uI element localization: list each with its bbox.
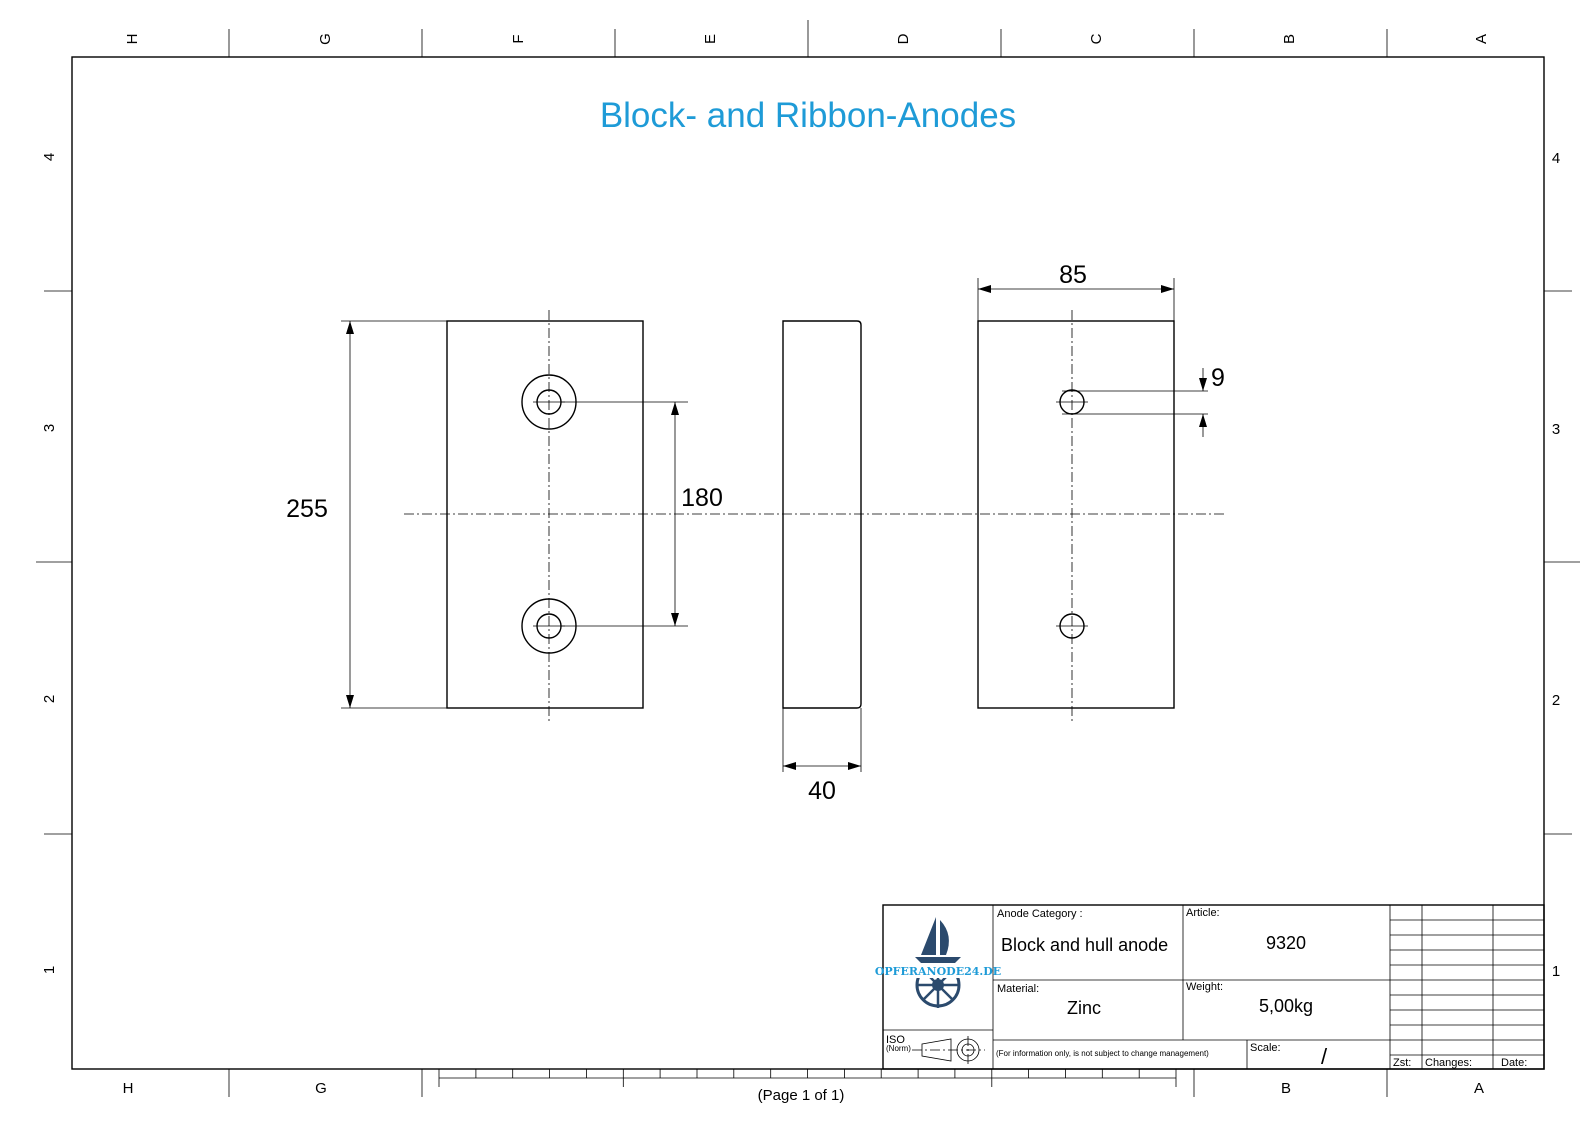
- revision-zst-label: Zst:: [1393, 1057, 1411, 1069]
- zone-col-b: B: [1281, 34, 1298, 44]
- weight-label: Weight:: [1186, 981, 1223, 993]
- material-value: Zinc: [1067, 998, 1101, 1018]
- dimension-height: [341, 320, 447, 709]
- bottom-zone-dividers: [228, 1069, 1388, 1097]
- dimension-hole-spacing-label: 180: [681, 484, 723, 512]
- zone-col-h-bottom: H: [123, 1080, 134, 1097]
- disclaimer: (For information only, is not subject to…: [996, 1049, 1209, 1058]
- zone-row-1-left: 1: [41, 966, 58, 974]
- dimension-thickness-label: 40: [808, 777, 836, 805]
- revision-changes-label: Changes:: [1425, 1057, 1472, 1069]
- zone-col-e: E: [702, 34, 719, 44]
- dimension-hole-spacing: [561, 401, 688, 627]
- drawing-frame: [71, 56, 1545, 1070]
- category-label: Anode Category :: [997, 908, 1083, 920]
- zone-col-g-bottom: G: [315, 1080, 327, 1097]
- zone-col-f: F: [510, 34, 527, 43]
- norm-label: (Norm): [886, 1044, 911, 1053]
- back-view: [977, 310, 1175, 724]
- top-zone-letters: H G F E D C B A: [124, 33, 1490, 45]
- page-label: (Page 1 of 1): [758, 1087, 845, 1104]
- article-value: 9320: [1266, 933, 1306, 953]
- dimension-height-label: 255: [286, 495, 328, 523]
- company-logo: OPFERANODE24.DE: [875, 917, 1001, 1008]
- zone-col-c: C: [1088, 33, 1105, 44]
- front-view: [446, 310, 644, 724]
- dimension-width: [977, 278, 1175, 321]
- zone-row-4-left: 4: [41, 153, 58, 161]
- zone-row-3-right: 3: [1552, 421, 1560, 438]
- zone-row-4-right: 4: [1552, 150, 1560, 167]
- scale-value: /: [1321, 1044, 1328, 1069]
- scale-label: Scale:: [1250, 1042, 1281, 1054]
- revision-date-label: Date:: [1501, 1057, 1527, 1069]
- zone-row-1-right: 1: [1552, 963, 1560, 980]
- zone-row-2-right: 2: [1552, 692, 1560, 709]
- left-row-numbers: 4 3 2 1: [41, 153, 58, 974]
- right-row-numbers: 4 3 2 1: [1552, 150, 1560, 980]
- side-row-ticks: [36, 290, 1580, 835]
- zone-col-a: A: [1473, 34, 1490, 44]
- iso-label: ISO: [886, 1034, 905, 1046]
- dimension-width-label: 85: [1059, 261, 1087, 289]
- side-view-outline: [782, 320, 862, 709]
- zone-col-d: D: [895, 33, 912, 44]
- dimension-hole-offset-label: 9: [1211, 364, 1225, 392]
- zone-col-a-bottom: A: [1474, 1080, 1484, 1097]
- logo-text: OPFERANODE24.DE: [875, 965, 1001, 978]
- material-label: Material:: [997, 983, 1039, 995]
- dimension-hole-offset: [1062, 368, 1208, 437]
- zone-col-g: G: [317, 33, 334, 45]
- dimension-thickness: [782, 708, 862, 772]
- top-zone-dividers: [228, 20, 1388, 57]
- weight-value: 5,00kg: [1259, 996, 1313, 1016]
- title-block: [882, 904, 1545, 1070]
- side-view: [782, 320, 862, 709]
- zone-col-h: H: [124, 34, 141, 45]
- bottom-ruler: [438, 1069, 1177, 1087]
- front-view-outline: [446, 320, 644, 709]
- article-label: Article:: [1186, 907, 1220, 919]
- back-view-outline: [977, 320, 1175, 709]
- projection-symbol: ISO (Norm): [886, 1034, 985, 1064]
- category-value: Block and hull anode: [1001, 935, 1168, 955]
- zone-row-3-left: 3: [41, 424, 58, 432]
- drawing-title: Block- and Ribbon-Anodes: [600, 96, 1016, 135]
- zone-col-b-bottom: B: [1281, 1080, 1291, 1097]
- zone-row-2-left: 2: [41, 695, 58, 703]
